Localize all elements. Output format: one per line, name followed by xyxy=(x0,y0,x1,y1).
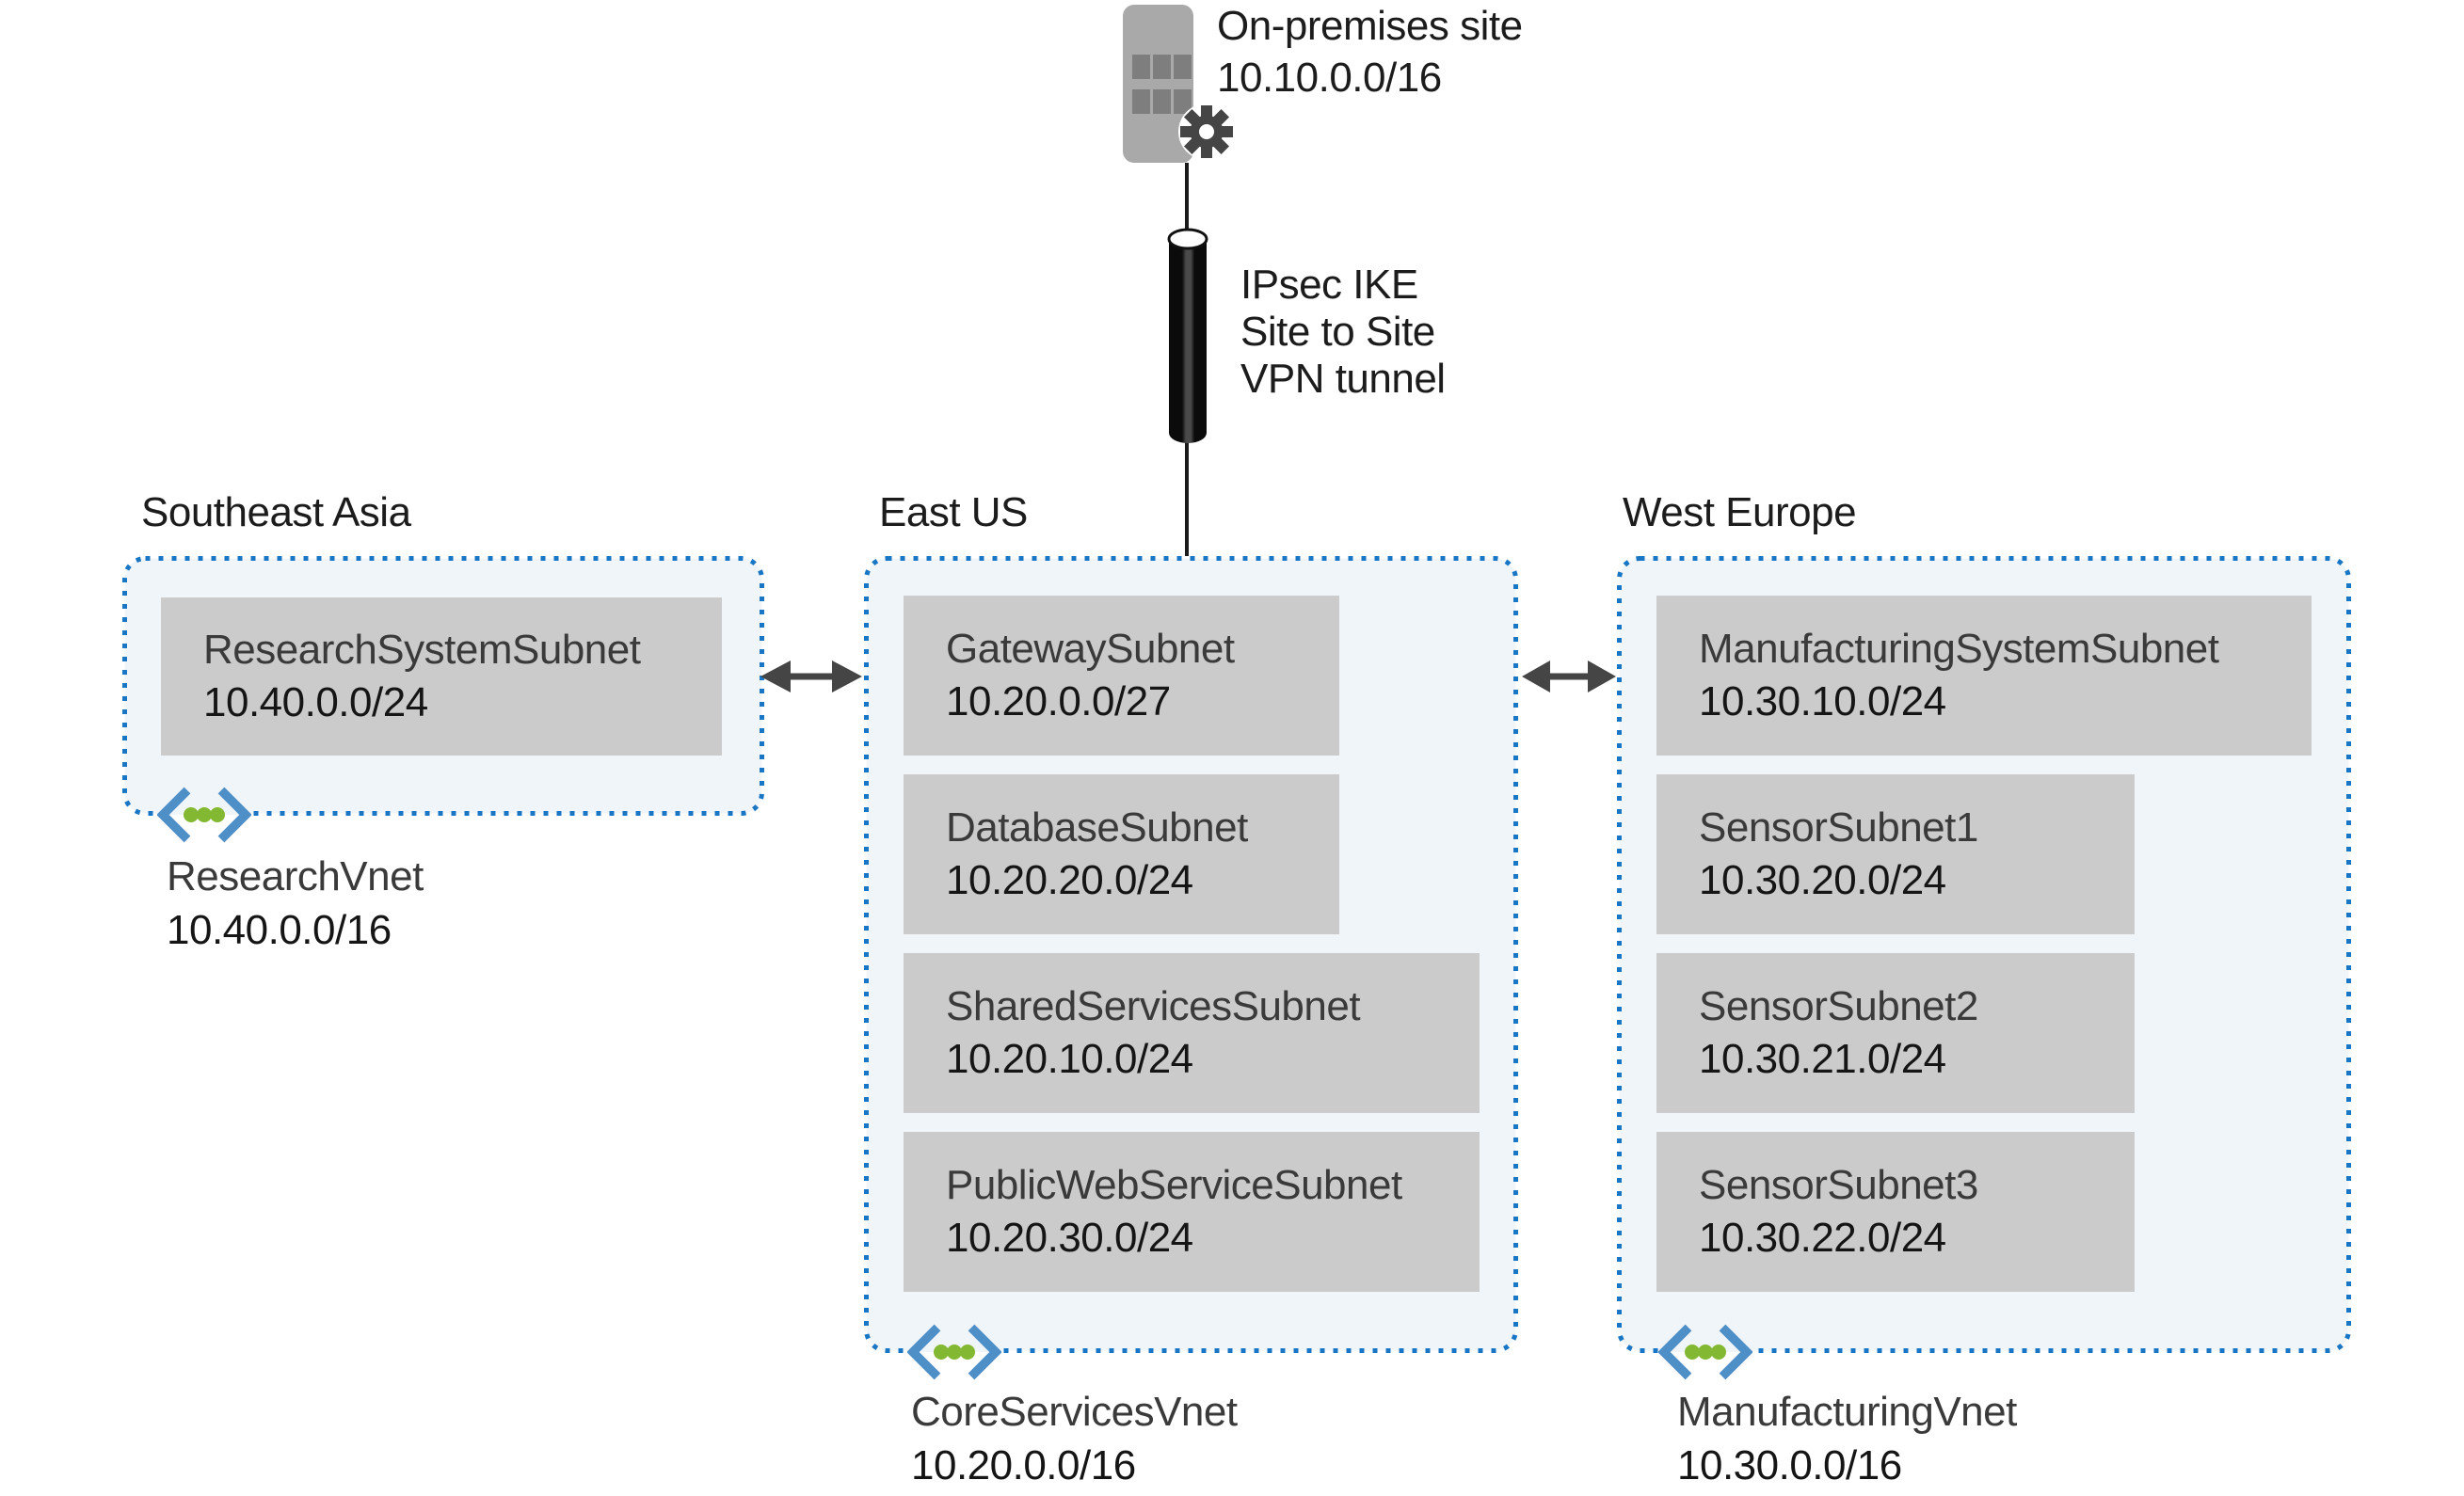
subnet-cidr: 10.30.10.0/24 xyxy=(1699,678,1946,724)
subnet-name: SharedServicesSubnet xyxy=(946,983,1361,1029)
subnet-name: PublicWebServiceSubnet xyxy=(946,1162,1402,1208)
vnet-name: ResearchVnet xyxy=(167,853,424,899)
vnet-icon-researchvnet xyxy=(156,785,252,845)
subnet-cidr: 10.20.0.0/27 xyxy=(946,678,1171,724)
subnet-name: SensorSubnet1 xyxy=(1699,804,1978,851)
vpn-tunnel-label-line1: IPsec IKE xyxy=(1240,262,1418,308)
building-window-icon xyxy=(1174,55,1192,79)
building-window-icon xyxy=(1132,55,1150,79)
subnet-box-sensorsubnet3: SensorSubnet3 10.30.22.0/24 xyxy=(1656,1132,2135,1292)
vnet-cidr: 10.40.0.0/16 xyxy=(167,907,392,953)
vnet-brackets-icon xyxy=(156,787,252,843)
subnet-name: ManufacturingSystemSubnet xyxy=(1699,626,2219,672)
subnet-box-sharedservicessubnet: SharedServicesSubnet 10.20.10.0/24 xyxy=(904,953,1480,1113)
subnet-cidr: 10.20.20.0/24 xyxy=(946,857,1193,903)
building-window-icon xyxy=(1153,55,1171,79)
subnet-name: SensorSubnet2 xyxy=(1699,983,1978,1029)
vnet-cidr: 10.20.0.0/16 xyxy=(911,1442,1136,1488)
vpn-tunnel-label: IPsec IKE Site to Site VPN tunnel xyxy=(1240,262,1446,403)
subnet-name: GatewaySubnet xyxy=(946,626,1235,672)
subnet-cidr: 10.30.20.0/24 xyxy=(1699,857,1946,903)
on-premises-label: On-premises site 10.10.0.0/16 xyxy=(1217,0,1523,103)
vnet-label-researchvnet: ResearchVnet 10.40.0.0/16 xyxy=(167,850,424,957)
vnet-label-coreservicesvnet: CoreServicesVnet 10.20.0.0/16 xyxy=(911,1385,1238,1492)
vpn-tunnel-cylinder-icon xyxy=(1167,228,1208,443)
vnet-name: ManufacturingVnet xyxy=(1677,1389,2017,1435)
vnet-name: CoreServicesVnet xyxy=(911,1389,1238,1435)
subnet-box-publicwebservicesubnet: PublicWebServiceSubnet 10.20.30.0/24 xyxy=(904,1132,1480,1292)
peering-arrow-southeastasia-eastus xyxy=(760,660,862,692)
building-window-icon xyxy=(1153,89,1171,114)
peering-arrow-eastus-westeurope xyxy=(1522,660,1616,692)
subnet-cidr: 10.20.30.0/24 xyxy=(946,1215,1193,1261)
subnet-cidr: 10.30.21.0/24 xyxy=(1699,1036,1946,1082)
vnet-icon-manufacturingvnet xyxy=(1657,1322,1753,1382)
subnet-box-sensorsubnet2: SensorSubnet2 10.30.21.0/24 xyxy=(1656,953,2135,1113)
subnet-name: DatabaseSubnet xyxy=(946,804,1248,851)
on-premises-name: On-premises site xyxy=(1217,3,1523,49)
building-window-icon xyxy=(1174,89,1192,114)
subnet-box-sensorsubnet1: SensorSubnet1 10.30.20.0/24 xyxy=(1656,774,2135,934)
vnet-icon-coreservicesvnet xyxy=(906,1322,1002,1382)
gear-icon xyxy=(1178,103,1235,160)
subnet-cidr: 10.30.22.0/24 xyxy=(1699,1215,1946,1261)
on-premises-cidr: 10.10.0.0/16 xyxy=(1217,55,1442,101)
subnet-box-manufacturingsystemsubnet: ManufacturingSystemSubnet 10.30.10.0/24 xyxy=(1656,596,2312,756)
region-label-east-us: East US xyxy=(879,489,1028,535)
subnet-name: SensorSubnet3 xyxy=(1699,1162,1978,1208)
vpn-tunnel-label-line2: Site to Site xyxy=(1240,309,1435,355)
vnet-label-manufacturingvnet: ManufacturingVnet 10.30.0.0/16 xyxy=(1677,1385,2017,1492)
subnet-box-gatewaysubnet: GatewaySubnet 10.20.0.0/27 xyxy=(904,596,1339,756)
subnet-name: ResearchSystemSubnet xyxy=(203,627,641,673)
vnet-brackets-icon xyxy=(906,1324,1002,1380)
vnet-brackets-icon xyxy=(1657,1324,1753,1380)
region-label-southeast-asia: Southeast Asia xyxy=(141,489,411,535)
vpn-tunnel-label-line3: VPN tunnel xyxy=(1240,356,1446,402)
region-label-west-europe: West Europe xyxy=(1623,489,1857,535)
building-window-icon xyxy=(1132,89,1150,114)
subnet-box-databasesubnet: DatabaseSubnet 10.20.20.0/24 xyxy=(904,774,1339,934)
subnet-box-researchsystemsubnet: ResearchSystemSubnet 10.40.0.0/24 xyxy=(161,597,722,756)
subnet-cidr: 10.40.0.0/24 xyxy=(203,679,428,725)
vnet-cidr: 10.30.0.0/16 xyxy=(1677,1442,1902,1488)
subnet-cidr: 10.20.10.0/24 xyxy=(946,1036,1193,1082)
